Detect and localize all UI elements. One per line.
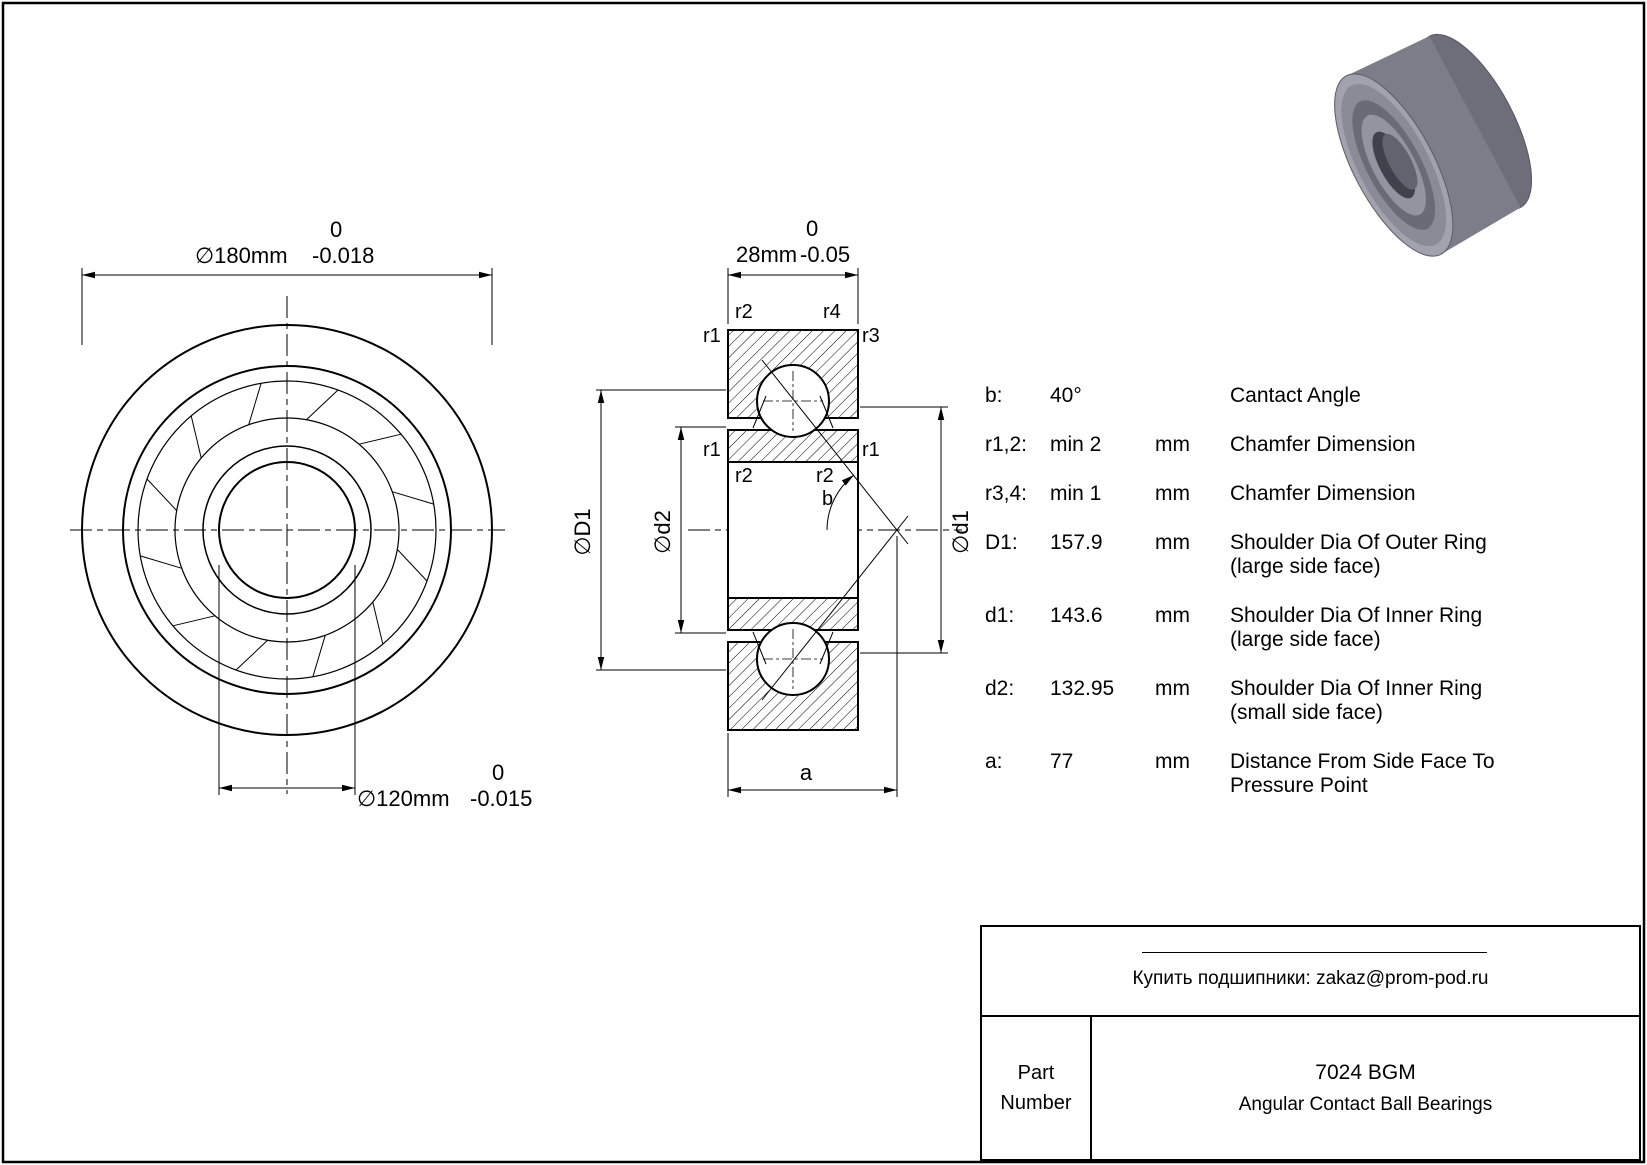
spec-symbol: r3,4: [985, 482, 1028, 505]
d1-inner-shoulder-dimension: ∅d1 [860, 406, 973, 654]
cage-inner-circle [174, 417, 400, 643]
width-dim-lower: -0.05 [800, 242, 850, 267]
bore-dim-main: ∅120mm [357, 786, 450, 811]
od-dimension: ∅180mm -0.018 0 [81, 217, 493, 345]
width-dim-main: 28mm [736, 242, 797, 267]
spec-description: Shoulder Dia Of Inner Ring(large side fa… [1230, 604, 1483, 652]
contact-angle-arc [826, 474, 855, 531]
contact-email: Купить подшипники: zakaz@prom-pod.ru [1132, 968, 1489, 989]
cage-outer-circle [137, 380, 437, 680]
spec-symbol: d2: [985, 677, 1015, 700]
spec-row-b: b: 40° Cantact Angle [985, 384, 1640, 433]
bearing-3d-body [1346, 36, 1521, 255]
ball-top [756, 364, 830, 438]
title-block-contact-cell: Купить подшипники: zakaz@prom-pod.ru [982, 927, 1639, 1017]
spec-symbol: d1: [985, 604, 1015, 627]
spec-description: Cantact Angle [1230, 384, 1361, 407]
spec-row-D1: D1: 157.9 mm Shoulder Dia Of Outer Ring(… [985, 531, 1640, 604]
label-r1-left-top: r1 [703, 325, 721, 347]
spec-value: min 1 [1050, 482, 1102, 505]
contact-line-bottom [761, 515, 909, 701]
spec-value: 77 [1050, 750, 1074, 773]
chamfer-labels: r2 r4 r1 r3 r1 r1 r2 r2 b [703, 301, 880, 510]
label-r1-right-mid: r1 [862, 439, 880, 461]
inner-ring-section-top [727, 429, 859, 463]
cage-section-marks [752, 395, 834, 665]
ball-bottom [756, 622, 830, 696]
cage-pockets [140, 383, 434, 677]
spec-row-r12: r1,2: min 2 mm Chamfer Dimension [985, 433, 1640, 482]
bore-dim-lower: -0.015 [470, 786, 532, 811]
label-r3-right-top: r3 [862, 325, 880, 347]
bore-dim-upper: 0 [492, 760, 504, 785]
part-number-value: 7024 BGM [1315, 1060, 1416, 1084]
spec-symbol: a: [985, 750, 1003, 773]
title-block: Купить подшипники: zakaz@prom-pod.ru Par… [980, 925, 1641, 1161]
spec-symbol: b: [985, 384, 1003, 407]
spec-unit: mm [1155, 433, 1190, 456]
dim-label-a: a [800, 760, 813, 785]
width-dim-upper: 0 [806, 216, 818, 241]
part-number-info: 7024 BGM Angular Contact Ball Bearings [1092, 1017, 1639, 1159]
d2-inner-shoulder-dimension: ∅d2 [650, 426, 726, 634]
outer-diameter-circle [81, 324, 493, 736]
od-dim-lower: -0.018 [312, 243, 374, 268]
spec-symbol: D1: [985, 531, 1018, 554]
spec-value: 157.9 [1050, 531, 1103, 554]
title-block-rule [1142, 952, 1487, 953]
spec-value: min 2 [1050, 433, 1102, 456]
label-r1-left-mid: r1 [703, 439, 721, 461]
contact-line-top [761, 359, 909, 545]
title-block-part-cell: Part Number 7024 BGM Angular Contact Bal… [982, 1017, 1639, 1159]
label-r2-bottom-left: r2 [735, 465, 753, 487]
spec-description: Chamfer Dimension [1230, 433, 1416, 456]
dim-label-D1: ∅D1 [570, 508, 595, 555]
spec-unit: mm [1155, 482, 1190, 505]
bore-section [727, 461, 859, 599]
inner-ring-shoulder-circle [202, 445, 372, 615]
part-number-label: Part Number [982, 1017, 1092, 1159]
od-dim-main: ∅180mm [195, 243, 288, 268]
spec-row-r34: r3,4: min 1 mm Chamfer Dimension [985, 482, 1640, 531]
front-view: ∅180mm -0.018 0 ∅120mm -0.015 0 [70, 217, 532, 811]
ball-centerlines [763, 371, 823, 689]
part-type: Angular Contact Ball Bearings [1238, 1093, 1493, 1115]
spec-unit: mm [1155, 750, 1190, 773]
spec-value: 143.6 [1050, 604, 1103, 627]
label-r4-top-right: r4 [823, 301, 841, 323]
spec-unit: mm [1155, 604, 1190, 627]
a-dimension: a [727, 536, 898, 797]
width-dimension: 28mm -0.05 0 [727, 216, 859, 324]
bearing-3d-bore-wall [1382, 133, 1418, 190]
bearing-3d-image [1334, 33, 1533, 257]
outer-ring-inner-circle [122, 365, 452, 695]
section-view: 28mm -0.05 0 ∅D1 ∅d2 [570, 216, 973, 797]
spec-description: Chamfer Dimension [1230, 482, 1416, 505]
spec-row-d1: d1: 143.6 mm Shoulder Dia Of Inner Ring(… [985, 604, 1640, 677]
spec-unit: mm [1155, 677, 1190, 700]
spec-value: 132.95 [1050, 677, 1115, 700]
spec-value: 40° [1050, 384, 1082, 407]
dim-label-d1: ∅d1 [948, 510, 973, 554]
dim-label-d2: ∅d2 [650, 510, 675, 554]
od-dim-upper: 0 [330, 217, 342, 242]
label-r2-bottom-right: r2 [816, 465, 834, 487]
spec-description: Shoulder Dia Of Inner Ring(small side fa… [1230, 677, 1483, 725]
spec-row-d2: d2: 132.95 mm Shoulder Dia Of Inner Ring… [985, 677, 1640, 750]
bore-circle [218, 461, 356, 599]
spec-unit: mm [1155, 531, 1190, 554]
spec-symbol: r1,2: [985, 433, 1028, 456]
spec-table: b: 40° Cantact Angle r1,2: min 2 mm Cham… [985, 384, 1640, 823]
spec-description: Shoulder Dia Of Outer Ring(large side fa… [1230, 531, 1487, 579]
label-angle-b: b [822, 488, 833, 510]
label-r2-top-left: r2 [735, 301, 753, 323]
d1-outer-shoulder-dimension: ∅D1 [570, 389, 726, 671]
bore-dimension: ∅120mm -0.015 0 [218, 565, 532, 811]
